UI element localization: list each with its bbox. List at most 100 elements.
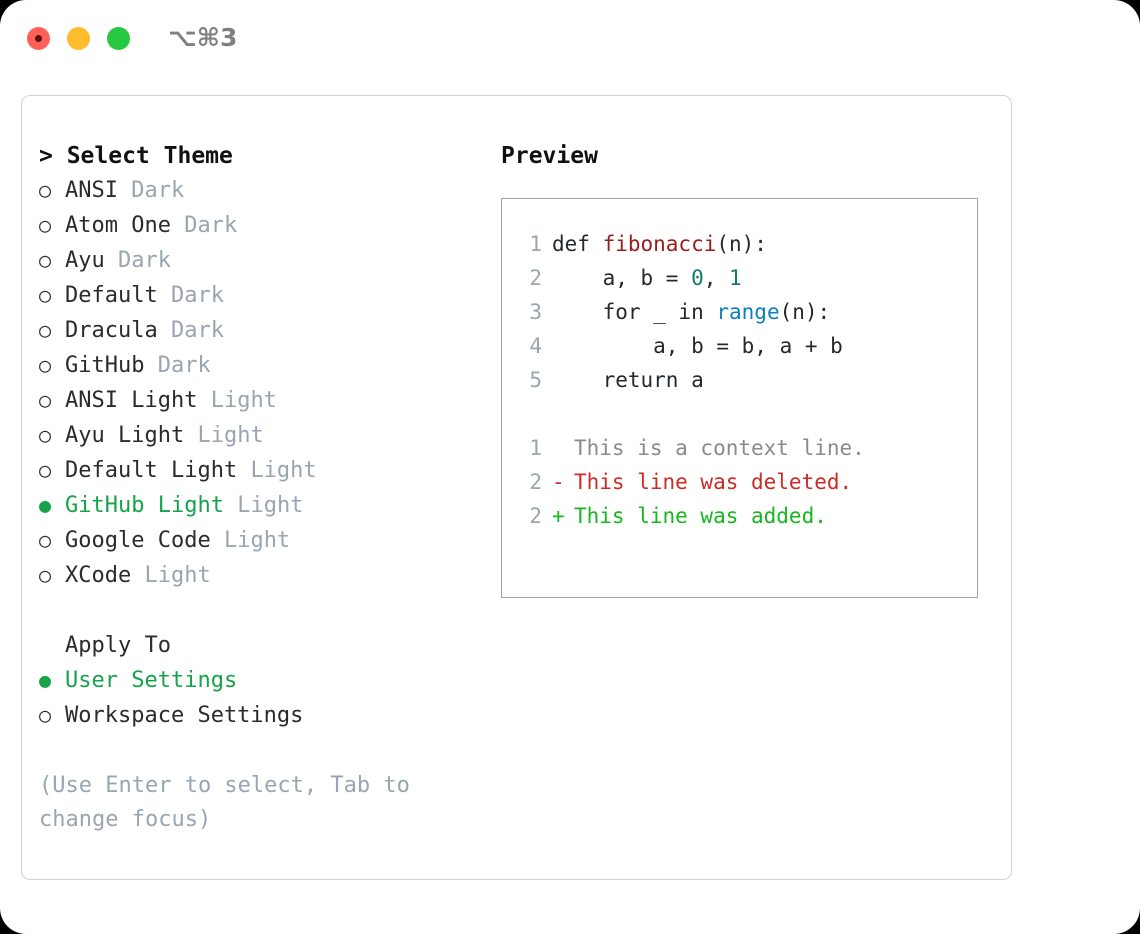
line-number: 1 (529, 232, 542, 256)
theme-option[interactable]: ○Default Light Light (39, 453, 469, 488)
radio-unselected-icon: ○ (39, 458, 52, 482)
code-token: 0 (691, 266, 704, 290)
code-token: def (552, 232, 603, 256)
theme-variant-badge: Light (197, 423, 264, 448)
diff-text: This is a context line. (574, 436, 865, 460)
minimize-button[interactable] (67, 27, 90, 50)
theme-variant-badge: Dark (184, 213, 238, 238)
theme-name: Atom One (65, 213, 171, 238)
code-token: a, b = b, a + b (552, 334, 843, 358)
apply-to-option[interactable]: ○ Workspace Settings (39, 698, 469, 733)
maximize-button[interactable] (107, 27, 130, 50)
radio-unselected-icon: ○ (39, 703, 52, 727)
apply-to-label: Workspace Settings (65, 703, 304, 728)
theme-name: GitHub (65, 353, 145, 378)
diff-text: This line was added. (574, 504, 827, 528)
radio-selected-icon: ● (39, 493, 52, 517)
apply-to-header: Apply To (65, 633, 171, 658)
title-bar: ⌥⌘3 (0, 0, 1140, 78)
line-number: 4 (529, 334, 542, 358)
code-token: fibonacci (602, 232, 717, 256)
diff-sign: + (552, 504, 565, 528)
code-line: 2 a, b = 0, 1 (502, 261, 977, 295)
radio-unselected-icon: ○ (39, 248, 52, 272)
theme-name: Dracula (65, 318, 158, 343)
theme-variant-badge: Light (237, 493, 304, 518)
theme-option[interactable]: ○ Dracula Dark (39, 313, 469, 348)
radio-unselected-icon: ○ (39, 423, 52, 447)
line-number: 2 (529, 470, 542, 494)
line-number: 2 (529, 266, 542, 290)
diff-sample: 1 This is a context line.2-This line was… (502, 431, 977, 533)
code-token: a, b = (552, 266, 692, 290)
radio-unselected-icon: ○ (39, 563, 52, 587)
apply-to-option[interactable]: ● User Settings (39, 663, 469, 698)
theme-option[interactable]: ○ Atom One Dark (39, 208, 469, 243)
line-number: 3 (529, 300, 542, 324)
theme-name: ANSI Light (65, 388, 198, 413)
code-token: for _ in (552, 300, 717, 324)
theme-option[interactable]: ○ Ayu Dark (39, 243, 469, 278)
diff-line: 2 + This line was added. (502, 499, 977, 533)
diff-line: 2-This line was deleted. (502, 465, 977, 499)
theme-selector-column: > Select Theme ○ANSI Dark○Atom One Dark○… (39, 139, 469, 837)
theme-name: XCode (65, 563, 132, 588)
code-diff-spacer (502, 397, 977, 431)
theme-option[interactable]: ○ANSI Light Light (39, 383, 469, 418)
code-token: 1 (729, 266, 742, 290)
theme-name: Google Code (65, 528, 211, 553)
content-panel: > Select Theme ○ANSI Dark○Atom One Dark○… (21, 95, 1012, 880)
diff-sign: - (552, 470, 565, 494)
close-button[interactable] (27, 27, 50, 50)
code-line: 5 return a (502, 363, 977, 397)
radio-unselected-icon: ○ (39, 213, 52, 237)
apply-to-list[interactable]: ● User Settings ○ Workspace Settings (39, 663, 469, 733)
theme-variant-badge: Light (144, 563, 211, 588)
theme-name: GitHub Light (65, 493, 224, 518)
code-line: 1 def fibonacci(n): (502, 227, 977, 261)
theme-option[interactable]: ○ XCode Light (39, 558, 469, 593)
diff-text: This line was deleted. (574, 470, 853, 494)
theme-variant-badge: Dark (118, 248, 171, 273)
theme-option[interactable]: ● GitHub Light Light (39, 488, 469, 523)
radio-unselected-icon: ○ (39, 318, 52, 342)
theme-variant-badge: Dark (170, 283, 224, 308)
theme-option[interactable]: ○ Default Dark (39, 278, 469, 313)
theme-name: ANSI (65, 178, 118, 203)
code-token: , (703, 266, 730, 290)
select-theme-header: > Select Theme (39, 143, 233, 169)
theme-option[interactable]: ○Ayu Light Light (39, 418, 469, 453)
line-number: 1 (529, 436, 542, 460)
theme-list[interactable]: ○ANSI Dark○Atom One Dark○Ayu Dark○Defaul… (39, 173, 469, 593)
code-token: (n): (779, 300, 831, 324)
diff-sign (552, 431, 574, 465)
radio-unselected-icon: ○ (39, 283, 52, 307)
apply-to-label: User Settings (65, 668, 238, 693)
code-token: (n): (716, 232, 767, 256)
radio-unselected-icon: ○ (39, 178, 52, 202)
theme-variant-badge: Dark (131, 178, 185, 203)
shortcut-label: ⌥⌘3 (168, 23, 238, 52)
theme-variant-badge: Dark (170, 318, 224, 343)
theme-option[interactable]: ○ ANSI Dark (39, 173, 469, 208)
preview-title: Preview (501, 143, 598, 169)
theme-name: Default (65, 283, 158, 308)
radio-unselected-icon: ○ (39, 528, 52, 552)
theme-option[interactable]: ○ GitHub Dark (39, 348, 469, 383)
diff-line: 1 This is a context line. (502, 431, 977, 465)
theme-variant-badge: Dark (157, 353, 211, 378)
radio-unselected-icon: ○ (39, 353, 52, 377)
code-line: 4 a, b = b, a + b (502, 329, 977, 363)
keyboard-hint: (Use Enter to select, Tab to change focu… (39, 773, 410, 832)
line-number: 5 (529, 368, 542, 392)
line-number: 2 (529, 504, 542, 528)
theme-name: Ayu (65, 248, 105, 273)
radio-unselected-icon: ○ (39, 388, 52, 412)
theme-variant-badge: Light (223, 528, 291, 553)
theme-option[interactable]: ○ Google Code Light (39, 523, 469, 558)
radio-selected-icon: ● (39, 668, 52, 692)
